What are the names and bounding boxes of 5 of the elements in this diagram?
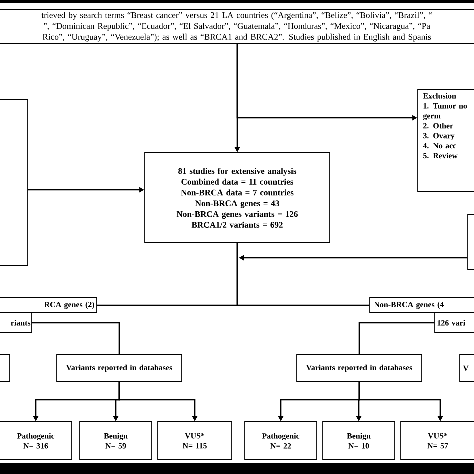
search-terms-box: trieved by search terms “Breast cancer” versus 21 LA countries (“Argentina”, “Belize”, “Bolivia”, “Brazil”, “ ”, “Dominican Republic”, “Ecuador”, “El Salvador”, “Guatemala”, “Honduras”, “Mexico”, “Nicaragua”, “Pa Rico”, “Uruguay”, “Venezuela”); as well as “BRCA1 and BRCA2”. Studies published in English and Spanis (0, 10, 474, 44)
empty-box (468, 214, 474, 270)
summary-box: 81 studies for extensive analysis Combined data = 11 countries Non-BRCA data = 7 countries Non-BRCA genes = 43 Non-BRCA genes variants = 126 BRCA1/2 variants = 692 (144, 152, 330, 244)
empty-box (0, 354, 10, 382)
empty-box (0, 100, 28, 266)
